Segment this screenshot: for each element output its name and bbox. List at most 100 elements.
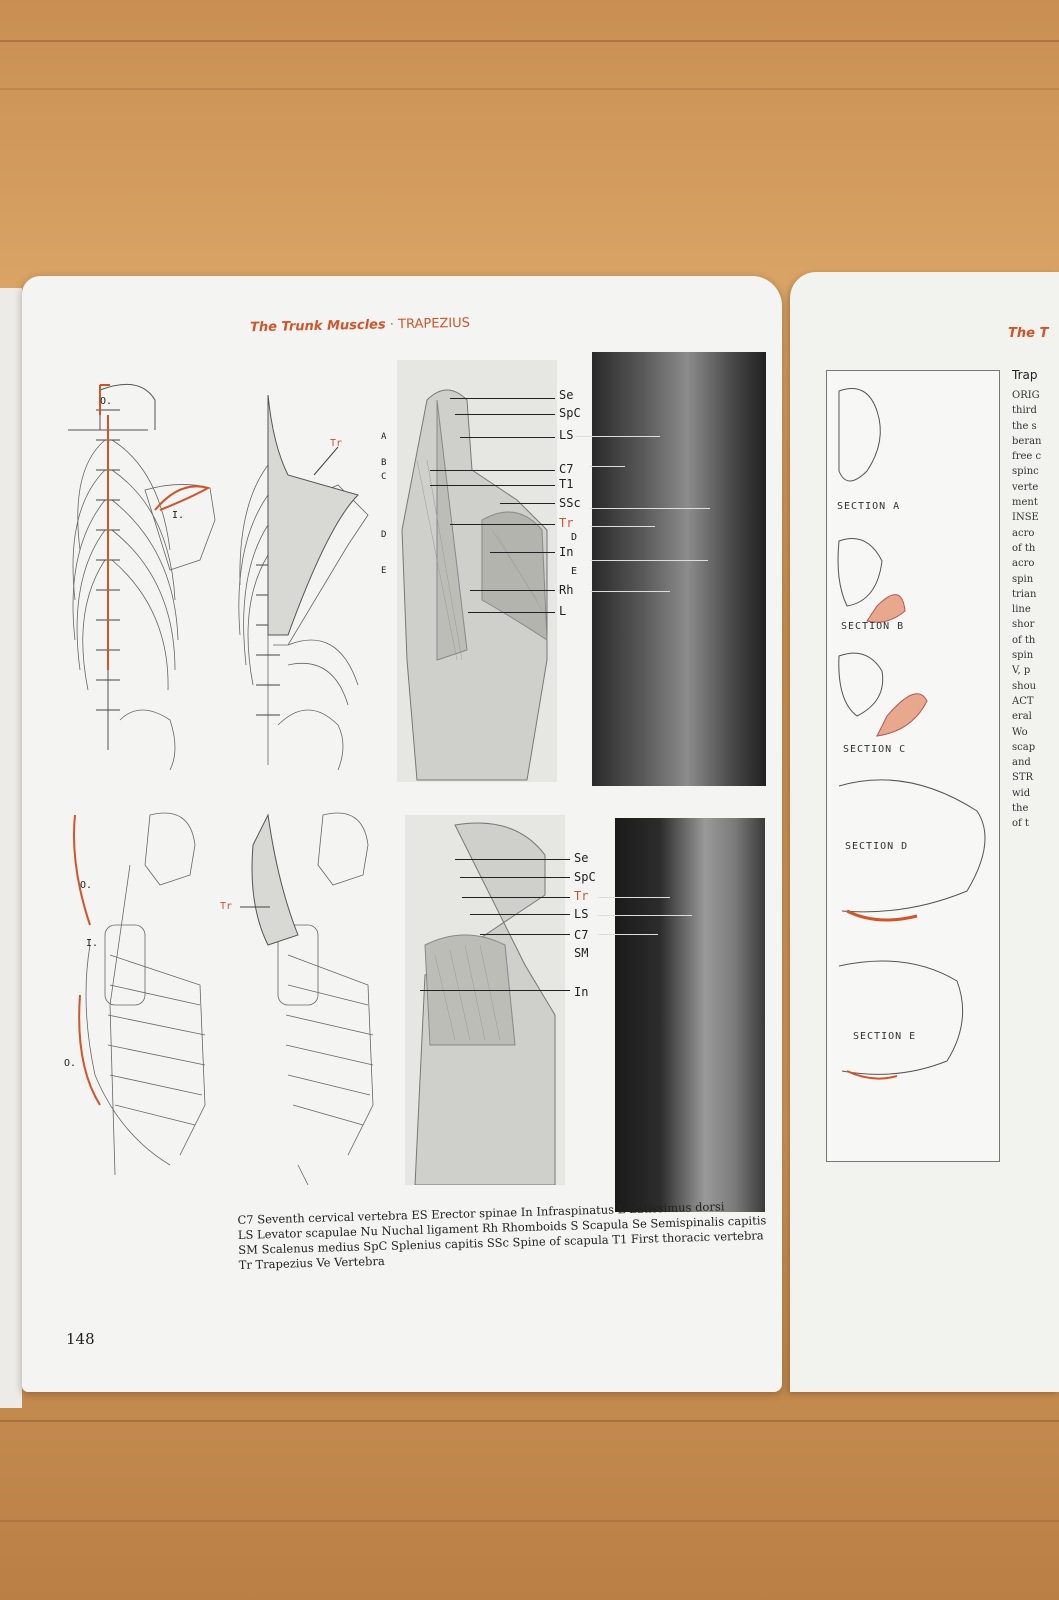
label-in: In [559,545,574,559]
leader-line [470,914,570,915]
text-line: spinc [1012,466,1039,478]
text-line: acro [1012,558,1035,570]
cross-section-drawings [837,388,986,1080]
label-tr: Tr [559,516,574,530]
leader-line [490,552,555,553]
text-line: acro [1012,527,1035,539]
leader-line [460,437,555,438]
section-c-label: SECTION C [843,744,907,755]
section-d-label: SECTION D [845,841,909,852]
label-c7: C7 [559,462,574,476]
leader-line [470,590,555,591]
origin-label-side-lower: O. [64,1058,77,1069]
header-separator: · [389,317,395,333]
leader-line [455,859,570,860]
text-line: and [1012,757,1031,769]
header-chapter: The Trunk Muscles [249,317,386,336]
label-side-tr: Tr [574,889,589,903]
skeleton-side-origin-figure [73,812,206,1176]
wood-grain [0,40,1059,42]
wood-grain [0,1420,1059,1422]
text-line: scap [1012,741,1036,753]
text-line: ORIG [1012,390,1040,401]
text-line: spin [1012,650,1034,662]
tr-label-top: Tr [330,438,343,449]
text-line: beran [1012,435,1042,447]
label-rh: Rh [559,583,574,597]
label-l: L [559,604,567,618]
photo-leader [575,436,660,437]
label-spc: SpC [559,406,581,420]
text-line: ACT [1012,695,1034,707]
page-number: 148 [66,1330,95,1348]
right-page-text-column: ORIG third the s beran free c spinc vert… [1012,388,1042,832]
text-line: Wo [1012,726,1028,738]
leader-line [468,612,555,613]
leader-line [430,485,555,486]
insertion-label-side: I. [86,938,99,949]
leader-line [420,990,570,991]
photo-leader [598,897,670,898]
leader-line [455,414,555,415]
label-side-c7: C7 [574,928,589,942]
text-line: shou [1012,680,1037,692]
leader-line [480,934,570,935]
label-se: Se [559,388,574,402]
section-e-label: SECTION E [853,1031,917,1042]
section-letter-a: A [381,432,387,442]
label-e: E [571,566,578,577]
leader-line [450,524,555,525]
photo-leader [590,466,625,467]
label-t1: T1 [559,477,574,491]
back-photo [592,352,766,786]
leader-line [430,470,555,471]
section-letter-b: B [381,458,387,468]
text-line: spin [1012,573,1034,585]
label-side-spc: SpC [574,870,596,884]
label-d: D [571,532,578,543]
section-a-label: SECTION A [837,501,901,512]
wood-grain [0,1520,1059,1522]
right-page-title: Trap [1012,368,1038,382]
text-line: the [1012,803,1029,815]
right-page-header: The T [1008,326,1049,341]
section-letter-e: E [381,566,387,576]
origin-label-side: O. [80,880,93,891]
section-letter-c: C [381,472,387,482]
label-ssc: SSc [559,496,581,510]
header-muscle: TRAPEZIUS [397,315,471,333]
side-photo [615,818,765,1212]
previous-page-edge [0,288,22,1408]
photo-leader [598,915,692,916]
photo-leader [598,934,658,935]
tr-label-side: Tr [220,901,233,912]
insertion-label: I. [172,510,185,521]
text-line: the s [1012,420,1037,432]
section-b-label: SECTION B [841,621,905,632]
leader-line [460,877,570,878]
label-ls: LS [559,428,574,442]
text-line: of th [1012,542,1036,554]
leader-line [462,897,570,898]
skeleton-side-trapezius-figure [240,812,374,1185]
text-line: verte [1012,481,1039,493]
label-side-in: In [574,985,589,999]
photo-leader [590,591,670,592]
cross-sections-panel: SECTION A SECTION B SECTION C SECTION D … [826,370,1000,1162]
text-line: of t [1012,818,1029,830]
text-line: line [1012,604,1031,616]
muscle-back-illustration [397,360,557,782]
text-line: STR [1012,772,1034,784]
photo-leader [590,526,655,527]
photo-leader [590,508,710,509]
text-line: shor [1012,619,1035,631]
photo-leader [590,560,708,561]
text-line: trian [1012,588,1037,600]
text-line: ment [1012,497,1038,509]
label-side-se: Se [574,851,589,865]
origin-label: O. [100,396,113,407]
skeleton-back-trapezius-figure [238,394,369,771]
text-line: third [1012,405,1037,417]
skeleton-back-origin-figure [68,383,216,771]
muscle-side-illustration [405,815,565,1185]
